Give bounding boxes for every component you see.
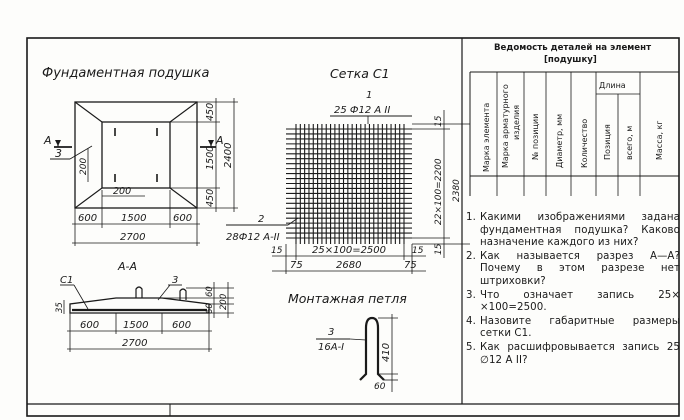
pad-callout-3: 3 — [55, 147, 62, 160]
section-a-a: С1 3 35 60 200 60 600 1500 600 2700 — [55, 275, 234, 352]
pad-dim-2700: 2700 — [120, 232, 145, 243]
questions-list: 1. Какими изображениями задана фундаментн… — [466, 212, 680, 368]
question-item: 3. Что означает запись 25× ×100=2500. — [466, 290, 680, 315]
section-dim-60-top: 60 — [205, 286, 215, 297]
mesh-title: Сетка С1 — [330, 66, 390, 81]
schedule-col-mass: Масса, кг — [655, 120, 664, 160]
mesh-dim-75-left: 75 — [290, 260, 303, 271]
schedule-col-rebar-2: изделия — [512, 105, 521, 140]
section-label-c1: С1 — [60, 275, 73, 286]
question-text: Что означает запись 25× ×100=2500. — [480, 289, 680, 314]
pad-dim-450-top: 450 — [205, 103, 216, 121]
pad-dim-1500-v: 1500 — [205, 146, 216, 170]
loop-dim-60: 60 — [374, 382, 386, 392]
schedule-title-1: Ведомость деталей на элемент — [494, 43, 651, 53]
question-item: 2. Как называется разрез А—А? Почему в эт… — [466, 251, 680, 289]
section-dim-200: 200 — [219, 294, 229, 310]
mesh-dim-22x100: 22×100=2200 — [434, 158, 444, 225]
question-number: 5. — [466, 341, 476, 353]
mesh-c1-view: 1 25 Ф12 А II 2 28Ф12 А-II 15 22×100=220… — [226, 90, 470, 274]
question-text: Как называется разрез А—А? Почему в этом… — [480, 250, 680, 287]
sheet-frame — [26, 37, 680, 417]
schedule-col-element: Марка элемента — [482, 103, 491, 172]
pad-dim-1500: 1500 — [121, 213, 146, 224]
loop-title: Монтажная петля — [288, 291, 407, 306]
section-mark-left: А — [43, 134, 52, 147]
mounting-loop-view: 3 16А-I 410 60 — [316, 314, 398, 392]
question-item: 4. Назовите габаритные размеры сетки С1. — [466, 316, 680, 341]
pad-dim-2400: 2400 — [223, 143, 234, 168]
question-text: Как расшифровывается запись 25 ∅12 А II? — [480, 341, 680, 366]
question-text: Назовите габаритные размеры сетки С1. — [480, 315, 680, 340]
section-dim-600-right: 600 — [172, 320, 191, 331]
mesh-callout-1: 1 — [366, 90, 372, 101]
question-number: 4. — [466, 315, 476, 327]
question-number: 2. — [466, 250, 476, 262]
question-number: 1. — [466, 212, 476, 223]
question-item: 5. Как расшифровывается запись 25 ∅12 А I… — [466, 342, 680, 367]
mesh-dim-15-right: 15 — [412, 246, 424, 256]
schedule-col-diameter: Диаметр, мм — [555, 114, 564, 168]
pad-outline — [74, 101, 198, 209]
mesh-callout-2: 2 — [258, 214, 264, 225]
mesh-label-1: 25 Ф12 А II — [334, 105, 390, 116]
section-dim-2700: 2700 — [122, 338, 147, 349]
schedule-col-length: Длина — [599, 81, 626, 90]
mesh-dim-25x100: 25×100=2500 — [312, 245, 386, 256]
loop-label: 16А-I — [318, 342, 344, 353]
section-label-3: 3 — [172, 275, 178, 286]
schedule-col-pos-len: Позиция — [603, 124, 612, 160]
mesh-dim-15-bottom: 15 — [434, 243, 444, 255]
mesh-grid — [286, 124, 412, 244]
pad-dim-600-right: 600 — [173, 213, 192, 224]
section-mark-right: А — [215, 134, 224, 147]
schedule-col-position: № позиции — [531, 114, 540, 160]
question-item: 1. Какими изображениями задана фундаментн… — [466, 212, 680, 250]
question-text: Какими изображениями задана фундаментная… — [480, 212, 680, 249]
pad-top-outline — [101, 121, 171, 189]
pad-dim-450-bottom: 450 — [205, 189, 216, 207]
loop-callout-3: 3 — [328, 327, 334, 338]
schedule-table: Ведомость деталей на элемент [подушку] М… — [469, 43, 679, 196]
pad-dim-200-left: 200 — [79, 158, 89, 175]
mesh-dim-15-top: 15 — [434, 115, 444, 127]
mesh-dim-2380: 2380 — [452, 179, 462, 202]
schedule-col-rebar-1: Марка арматурного — [501, 84, 510, 168]
section-dim-35: 35 — [55, 302, 65, 313]
schedule-col-count: Количество — [580, 119, 589, 168]
schedule-title-2: [подушку] — [544, 55, 597, 65]
loop-shape — [359, 316, 385, 381]
mesh-dim-2680: 2680 — [336, 260, 361, 271]
loop-dim-410: 410 — [381, 343, 392, 362]
pad-dim-600-left: 600 — [78, 213, 97, 224]
mesh-dim-15-left: 15 — [271, 246, 283, 256]
section-dim-1500: 1500 — [123, 320, 148, 331]
schedule-col-total: всего, м — [625, 126, 634, 160]
mesh-dim-75-right: 75 — [404, 260, 417, 271]
pad-title: Фундаментная подушка — [42, 66, 210, 81]
section-dim-600-left: 600 — [80, 320, 99, 331]
section-dim-60-bottom: 60 — [205, 303, 215, 314]
mesh-label-2: 28Ф12 А-II — [226, 232, 280, 243]
pad-dim-200-bottom: 200 — [113, 186, 131, 197]
section-title: А-А — [117, 260, 137, 273]
question-number: 3. — [466, 289, 476, 301]
pad-plan-view: 200 200 А А 3 600 1500 600 2700 45 — [43, 98, 238, 246]
